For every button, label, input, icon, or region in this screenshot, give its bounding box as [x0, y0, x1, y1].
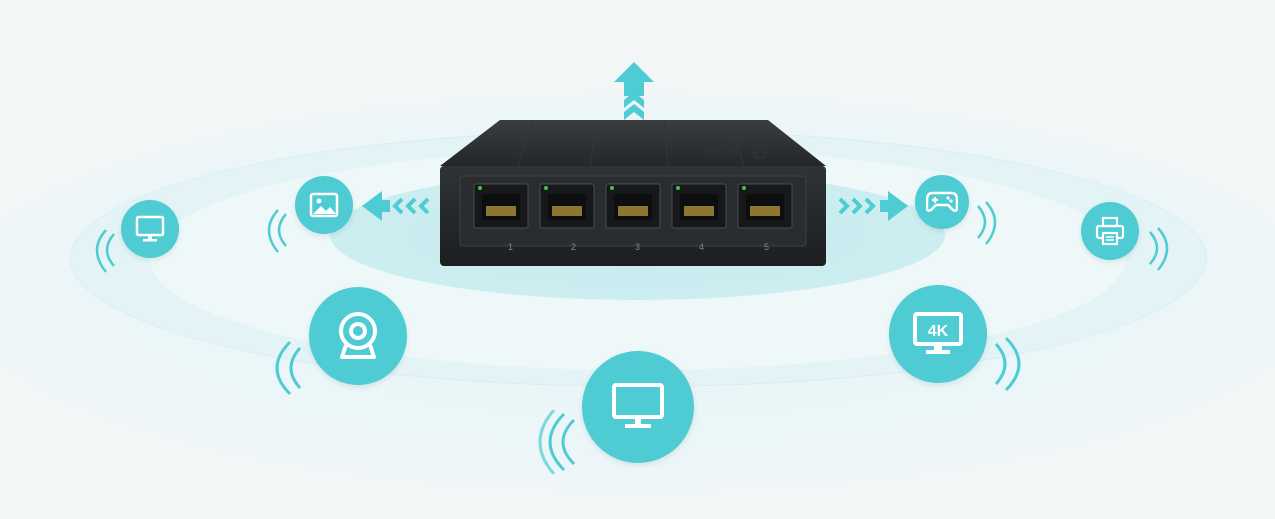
image-icon	[309, 192, 339, 218]
signal-waves-webcam	[275, 340, 302, 396]
brand-logo-mark	[753, 145, 767, 159]
tv-4k-icon: 4K	[913, 312, 963, 354]
tv-4k-badge: 4K	[928, 323, 949, 340]
device-printer	[1081, 202, 1139, 260]
device-monitor-left	[121, 200, 179, 258]
gamepad-icon	[926, 191, 958, 212]
port-label-5: 5	[764, 242, 769, 252]
device-tv-4k: 4K	[889, 285, 987, 383]
device-image	[295, 176, 353, 234]
signal-waves-printer	[1149, 227, 1169, 271]
left-flow-arrow	[362, 191, 430, 221]
brand-logo-text: tp-link	[705, 143, 738, 157]
monitor-icon	[612, 383, 664, 428]
port-label-4: 4	[699, 242, 704, 252]
device-webcam	[309, 287, 407, 385]
printer-icon	[1095, 216, 1125, 246]
device-gamepad	[915, 175, 969, 229]
signal-waves-tv-4k	[994, 336, 1021, 392]
signal-waves-monitor-left	[95, 229, 115, 273]
right-flow-arrow	[838, 191, 908, 221]
monitor-icon	[135, 215, 165, 242]
signal-waves-monitor-center	[538, 410, 576, 474]
port-label-2: 2	[571, 242, 576, 252]
device-monitor-center	[582, 351, 694, 463]
signal-waves-gamepad	[977, 201, 997, 245]
port-label-3: 3	[635, 242, 640, 252]
port-label-1: 1	[508, 242, 513, 252]
ethernet-switch: 1 2 3 4 5 tp-link	[440, 119, 826, 266]
signal-waves-image	[267, 209, 287, 253]
webcam-icon	[339, 312, 377, 359]
ethernet-ports	[473, 183, 793, 229]
uplink-arrow	[614, 62, 654, 120]
